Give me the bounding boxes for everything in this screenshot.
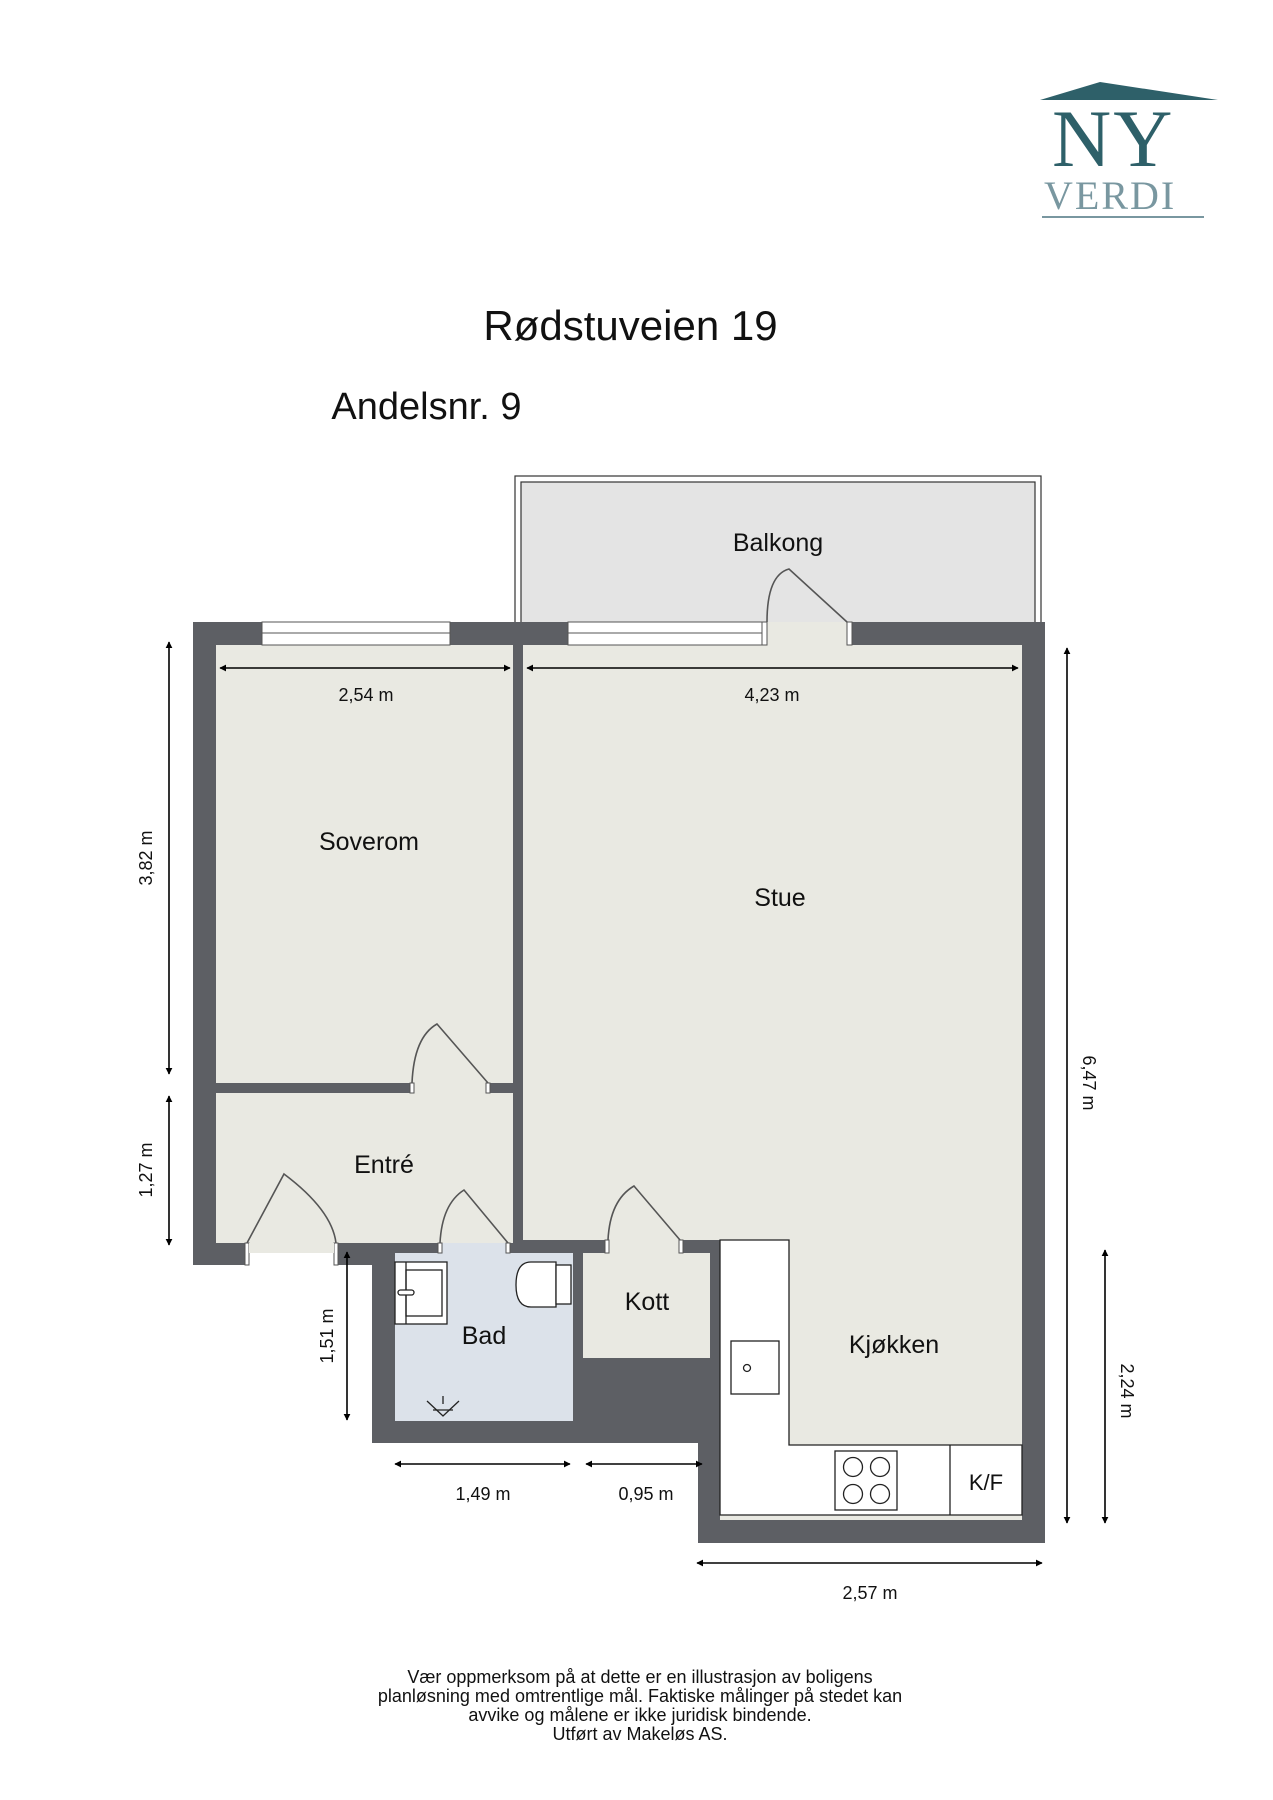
label-bedroom: Soverom [319,828,419,856]
stove-icon [834,1450,898,1511]
disclaimer-line: Vær oppmerksom på at dette er en illustr… [407,1667,873,1687]
dim-living-width: 4,23 m [744,685,799,705]
storage-floor [583,1253,710,1358]
dimension-labels: 2,54 m 4,23 m 3,82 m 1,27 m 1,51 m 1,49 … [136,685,1137,1603]
label-storage: Kott [625,1288,670,1316]
dim-total-depth: 6,47 m [1079,1055,1099,1110]
disclaimer-line: Utført av Makeløs AS. [552,1724,728,1744]
dim-bathroom-width: 1,49 m [455,1484,510,1504]
dim-storage-width: 0,95 m [618,1484,673,1504]
bathroom-fixtures [394,1261,572,1417]
dim-bedroom-width: 2,54 m [338,685,393,705]
unit-number-wrap: Andelsnr. 9 [0,386,1239,429]
balcony [514,475,1042,629]
disclaimer-line: planløsning med omtrentlige mål. Faktisk… [377,1686,903,1706]
label-kitchen: Kjøkken [849,1331,939,1359]
living-floor [523,645,1022,1240]
logo-text-ny: NY [1052,93,1175,184]
label-bathroom: Bad [462,1322,506,1350]
roof-icon [1040,82,1218,100]
entrance-floor [216,1093,513,1243]
kitchen-sink-icon [730,1340,780,1395]
disclaimer: Vær oppmerksom på at dette er en illustr… [300,1668,980,1744]
windows [261,621,763,646]
unit-number: Andelsnr. 9 [331,386,522,428]
label-living-room: Stue [754,884,805,912]
floor-drain-icon [426,1396,460,1417]
dim-bedroom-depth: 3,82 m [136,830,156,885]
toilet-icon [515,1261,557,1308]
property-address: Rødstuveien 19 [483,302,778,349]
dim-bathroom-depth: 1,51 m [317,1308,337,1363]
disclaimer-line: avvike og målene er ikke juridisk binden… [468,1705,812,1725]
dim-kitchen-width: 2,57 m [842,1583,897,1603]
label-entrance: Entré [354,1151,414,1179]
logo-underline [1042,216,1204,218]
kitchen-counter [719,1239,1023,1516]
label-fridge-freezer: K/F [969,1470,1003,1495]
dim-entrance-depth: 1,27 m [136,1142,156,1197]
room-labels: Balkong Soverom Stue Entré Bad Kott Kjøk… [319,529,1003,1495]
logo-text-verdi: VERDI [1044,173,1177,218]
doors [244,568,853,1266]
kitchen-fixtures [719,1239,1023,1516]
company-logo: NY VERDI [1030,78,1220,228]
label-balcony: Balkong [733,529,823,557]
bedroom-floor [216,645,513,1083]
dim-kitchen-depth: 2,24 m [1117,1363,1137,1418]
dimension-lines [165,641,1109,1567]
